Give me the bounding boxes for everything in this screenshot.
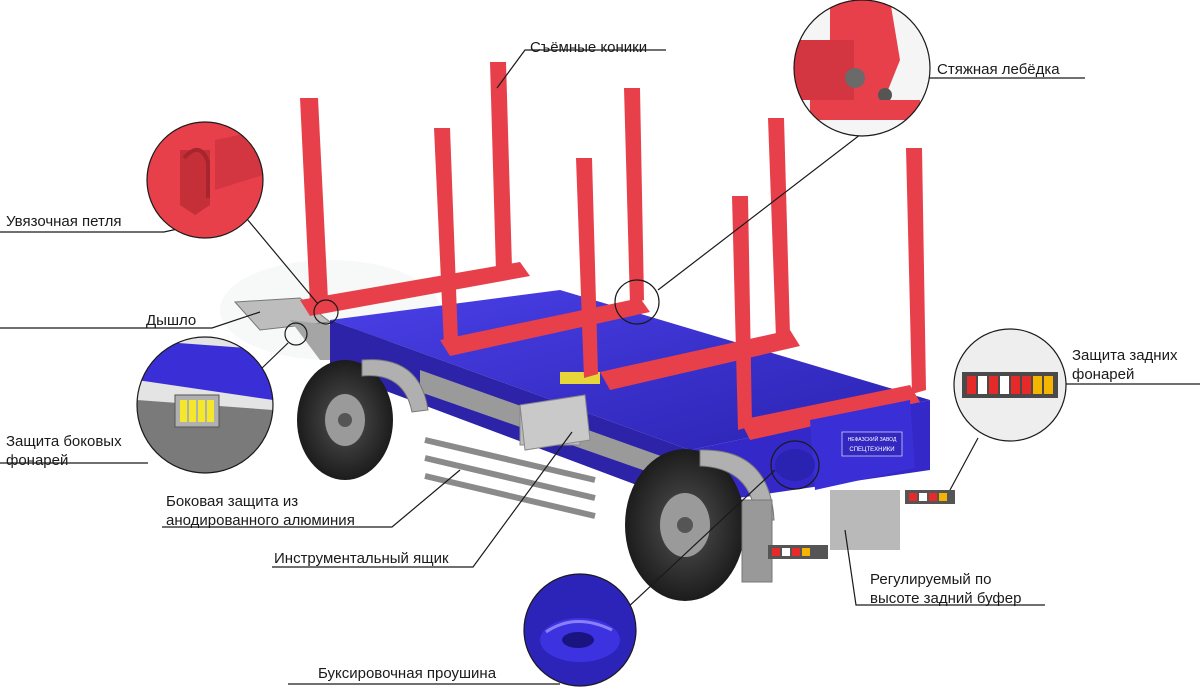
label-side-lamp-guard-line2: фонарей: [6, 452, 69, 469]
towing-eye-callout: [523, 573, 637, 687]
label-drawbar: Дышло: [146, 312, 197, 329]
plate-line-1: НЕФАЗСКИЙ ЗАВОД: [848, 435, 897, 443]
label-tension-winch: Стяжная лебёдка: [937, 61, 1060, 78]
focus-markers: [284, 279, 820, 490]
label-tool-box: Инструментальный ящик: [274, 550, 449, 567]
label-rear-bumper-line2: высоте задний буфер: [870, 590, 1022, 607]
rear-wheel: [625, 449, 745, 601]
label-tie-loop: Увязочная петля: [6, 213, 122, 230]
towing-eye-body: [775, 449, 815, 481]
label-rear-lamp-guard-line1: Защита задних: [1072, 347, 1178, 364]
label-side-guard-line1: Боковая защита из: [166, 493, 299, 510]
side-aluminium-guard: [424, 437, 596, 519]
winch-callout: [793, 0, 931, 137]
label-rear-bumper-line1: Регулируемый по: [870, 571, 992, 588]
label-removable-stakes: Съёмные коники: [530, 39, 648, 56]
plate-line-2: СПЕЦТЕХНИКИ: [849, 447, 894, 453]
tool-box: [519, 372, 600, 451]
label-side-guard-line2: анодированного алюминия: [166, 512, 355, 529]
label-towing-eye: Буксировочная проушина: [318, 665, 497, 682]
front-wheel: [297, 360, 393, 480]
label-rear-lamp-guard-line2: фонарей: [1072, 366, 1135, 383]
rear-lamp-guard-callout: [953, 328, 1067, 442]
rear-panel: НЕФАЗСКИЙ ЗАВОД СПЕЦТЕХНИКИ: [810, 400, 915, 490]
stakes: [300, 62, 926, 430]
tie-loop-callout: [146, 121, 264, 239]
label-side-lamp-guard-line1: Защита боковых: [6, 433, 122, 450]
rear-bumper: [768, 490, 955, 559]
mudguards: [361, 359, 775, 583]
side-lamp-guard-callout: [136, 336, 274, 474]
